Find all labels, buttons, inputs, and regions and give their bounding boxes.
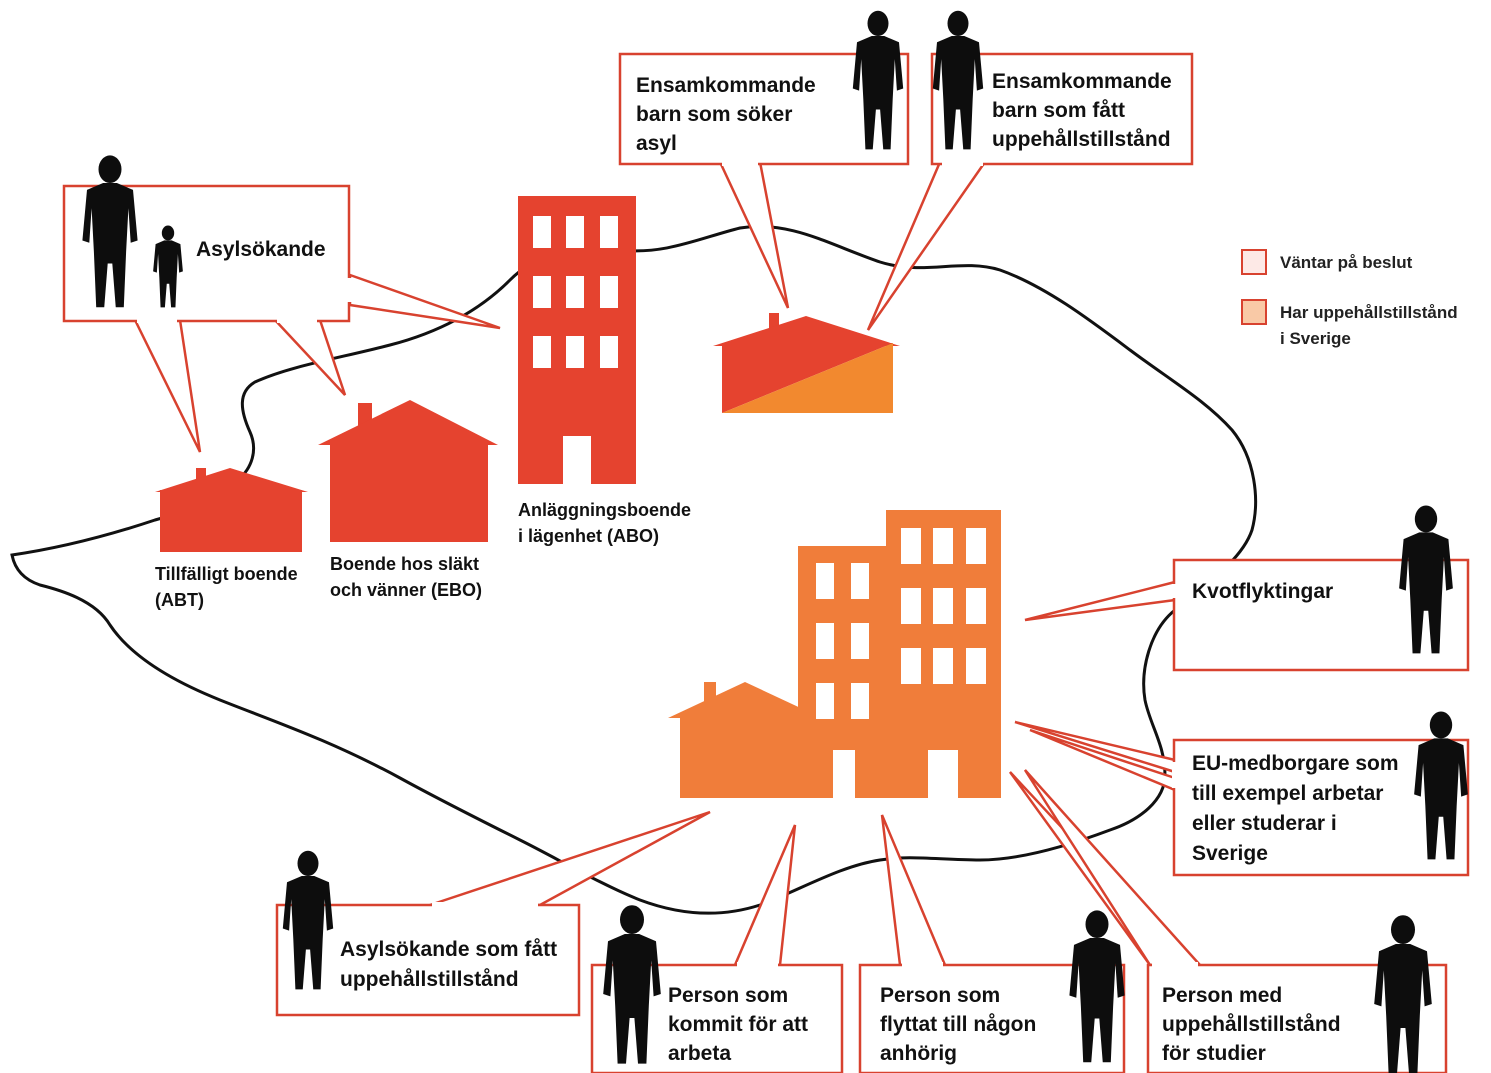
pointer-asylum-granted [429,810,711,907]
legend: Väntar på beslut Har uppehållstillstånd … [1241,249,1462,348]
legend-swatch-residence [1241,299,1267,325]
legend-swatch-waiting [1241,249,1267,275]
pointer-family [880,814,947,967]
callout-asylum-granted [275,903,581,1017]
pointer-asylum-to-abo [348,273,501,330]
legend-label-residence: Har uppehållstillstånd i Sverige [1280,303,1462,348]
unaccompanied-house-icon [713,313,900,413]
callout-unaccompanied-seeking [618,52,910,166]
residence-house-icon [668,682,822,798]
callout-unaccompanied-granted [930,52,1194,166]
pointer-asylum-to-abt [132,318,202,453]
pointer-quota-to-block [1024,580,1177,622]
pointer-eu-1 [1014,720,1177,774]
pointer-unacc-granted-to-house [866,160,988,331]
family-text: Person som flyttat till någon anhörig [880,984,1042,1065]
pointer-work [733,824,797,967]
unaccompanied-seeking-text: Ensamkommande barn som söker asyl [636,74,822,155]
callout-pointers [132,160,1203,967]
abt-house-icon [155,468,308,552]
ebo-house-icon [318,400,498,542]
quota-refugees-text: Kvotflyktingar [1192,580,1333,603]
pointer-unacc-seek-to-house [718,160,790,309]
work-text: Person som kommit för att arbeta [668,984,814,1065]
ebo-label: Boende hos släkt och vänner (EBO) [330,554,484,600]
asylum-seekers-text: Asylsökande [196,238,326,261]
asylum-granted-text: Asylsökande som fått uppehållstillstånd [340,938,563,991]
unaccompanied-granted-text: Ensamkommande barn som fått uppehållstil… [992,70,1178,151]
abo-apartment-building-icon [518,196,636,484]
eu-citizens-text: EU-medborgare som till exempel arbetar e… [1192,752,1404,865]
abt-label: Tillfälligt boende (ABT) [155,564,303,610]
studies-text: Person med uppehållstillstånd för studie… [1162,984,1346,1065]
residence-cluster [668,510,1001,798]
abo-label: Anläggningsboende i lägenhet (ABO) [518,500,696,546]
legend-label-waiting: Väntar på beslut [1280,253,1413,272]
residence-apartment-building-icon [798,510,1001,798]
